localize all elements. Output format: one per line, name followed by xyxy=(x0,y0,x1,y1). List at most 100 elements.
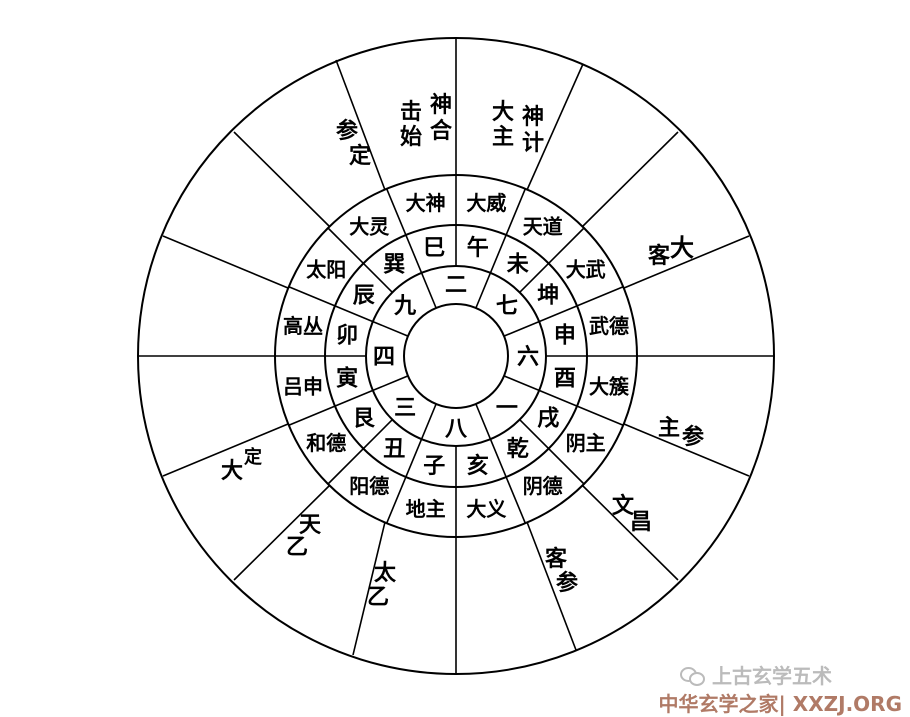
watermark-site: 中华玄学之家| XXZJ.ORG xyxy=(658,692,902,716)
outer-char: 太 xyxy=(374,561,397,586)
branch-label: 巽 xyxy=(383,253,405,278)
outer-char: 神 xyxy=(430,92,452,118)
outer-label-zhu-can: 主 参 xyxy=(658,416,704,450)
god-label: 大灵 xyxy=(349,215,390,239)
spoke xyxy=(372,375,409,392)
outer-label-da-zhu: 大 主 xyxy=(492,100,514,150)
palace-number: 七 xyxy=(496,294,518,319)
branch-label: 卯 xyxy=(336,323,358,348)
spoke xyxy=(526,63,584,191)
spoke xyxy=(475,272,492,309)
branch-label: 未 xyxy=(507,253,529,278)
spoke xyxy=(233,485,330,581)
outer-char: 客 xyxy=(545,546,568,572)
outer-label-ke-da: 客 大 xyxy=(648,234,694,269)
spoke xyxy=(503,320,540,337)
spoke xyxy=(162,235,289,289)
god-label: 大簇 xyxy=(589,375,630,399)
spoke xyxy=(582,485,679,581)
palace-number: 一 xyxy=(496,396,518,421)
outer-spokes xyxy=(138,38,774,674)
spoke xyxy=(420,403,437,440)
palace-number: 三 xyxy=(394,396,416,421)
outer-label-ji-shi: 击 始 xyxy=(400,100,422,150)
outer-char: 文 xyxy=(612,493,635,519)
spoke xyxy=(233,131,330,227)
outer-label-shen-ji: 神 计 xyxy=(522,104,544,156)
palace-number: 六 xyxy=(517,345,539,370)
outer-char: 主 xyxy=(492,125,514,150)
palace-number: 二 xyxy=(445,273,467,298)
watermark-brand-text: 上古玄学五术 xyxy=(712,664,832,688)
outer-char: 参 xyxy=(682,424,704,450)
outer-label-da-ding: 大 定 xyxy=(221,446,262,484)
outer-char: 昌 xyxy=(630,510,652,535)
spoke xyxy=(526,521,577,651)
center-hole xyxy=(403,303,509,409)
spoke xyxy=(503,375,540,392)
branch-label: 坤 xyxy=(537,283,559,308)
god-label: 和德 xyxy=(306,431,346,455)
outer-label-tian-yi: 天 乙 xyxy=(286,513,322,560)
god-label: 阴德 xyxy=(523,474,563,498)
outer-char: 天 xyxy=(299,513,322,538)
god-labels: 大神大威天道大武武德大簇阴主阴德大义地主阳德和德吕申高丛太阳大灵 xyxy=(283,191,630,521)
spoke xyxy=(489,438,527,524)
outer-char: 始 xyxy=(400,124,422,150)
god-label: 地主 xyxy=(406,497,446,521)
spoke xyxy=(623,235,750,289)
outer-char: 参 xyxy=(556,570,578,596)
branch-label: 午 xyxy=(467,235,489,261)
branch-label: 艮 xyxy=(353,407,376,432)
spoke xyxy=(288,285,374,323)
outer-char: 大 xyxy=(492,100,514,125)
branch-label: 辰 xyxy=(353,283,375,308)
outer-label-can-ding: 参 定 xyxy=(336,118,371,169)
outer-char: 计 xyxy=(522,131,544,156)
outer-label-wen-chang: 文 昌 xyxy=(612,493,652,535)
god-label: 阴主 xyxy=(566,431,606,455)
god-label: 太阳 xyxy=(306,258,346,282)
branch-label: 寅 xyxy=(336,366,358,392)
outer-char: 乙 xyxy=(286,535,308,560)
outer-char: 击 xyxy=(400,100,422,125)
god-label: 吕申 xyxy=(283,375,323,399)
spoke xyxy=(352,521,386,656)
spoke xyxy=(519,419,585,485)
outer-char: 参 xyxy=(336,118,358,144)
branch-labels: 巳午未坤申酉戌乾亥子丑艮寅卯辰巽 xyxy=(336,235,576,479)
god-label: 大神 xyxy=(406,191,446,215)
branch-label: 申 xyxy=(554,323,576,348)
inner-spokes xyxy=(275,175,637,537)
watermark-brand: 上古玄学五术 xyxy=(680,660,832,689)
spoke xyxy=(538,389,624,427)
spoke xyxy=(372,320,409,337)
branch-label: 亥 xyxy=(467,453,489,479)
spoke xyxy=(385,188,423,274)
spoke xyxy=(519,227,585,293)
outer-char: 定 xyxy=(244,446,262,468)
palace-number: 四 xyxy=(373,345,395,370)
branch-label: 巳 xyxy=(423,236,445,261)
spoke xyxy=(489,188,527,274)
branch-label: 乾 xyxy=(507,436,529,462)
outer-label-shen-he: 神 合 xyxy=(430,92,453,144)
spoke xyxy=(288,389,374,427)
outer-char: 客 xyxy=(648,243,671,269)
outer-char: 神 xyxy=(522,104,544,130)
spoke xyxy=(327,419,393,485)
branch-label: 酉 xyxy=(554,367,576,392)
spoke xyxy=(420,272,437,309)
god-label: 高丛 xyxy=(283,314,323,338)
outer-label-tai-yi: 太 乙 xyxy=(367,561,397,610)
outer-char: 合 xyxy=(430,118,453,144)
god-label: 大威 xyxy=(466,191,506,215)
outer-char: 乙 xyxy=(367,585,389,610)
god-label: 天道 xyxy=(523,215,563,239)
spoke xyxy=(582,131,679,227)
outer-char: 定 xyxy=(349,143,371,169)
spoke xyxy=(385,438,423,524)
spoke xyxy=(538,285,624,323)
outer-labels: 击 始 神 合 大 主 神 计 参 定 客 大 主 参 xyxy=(221,92,704,610)
